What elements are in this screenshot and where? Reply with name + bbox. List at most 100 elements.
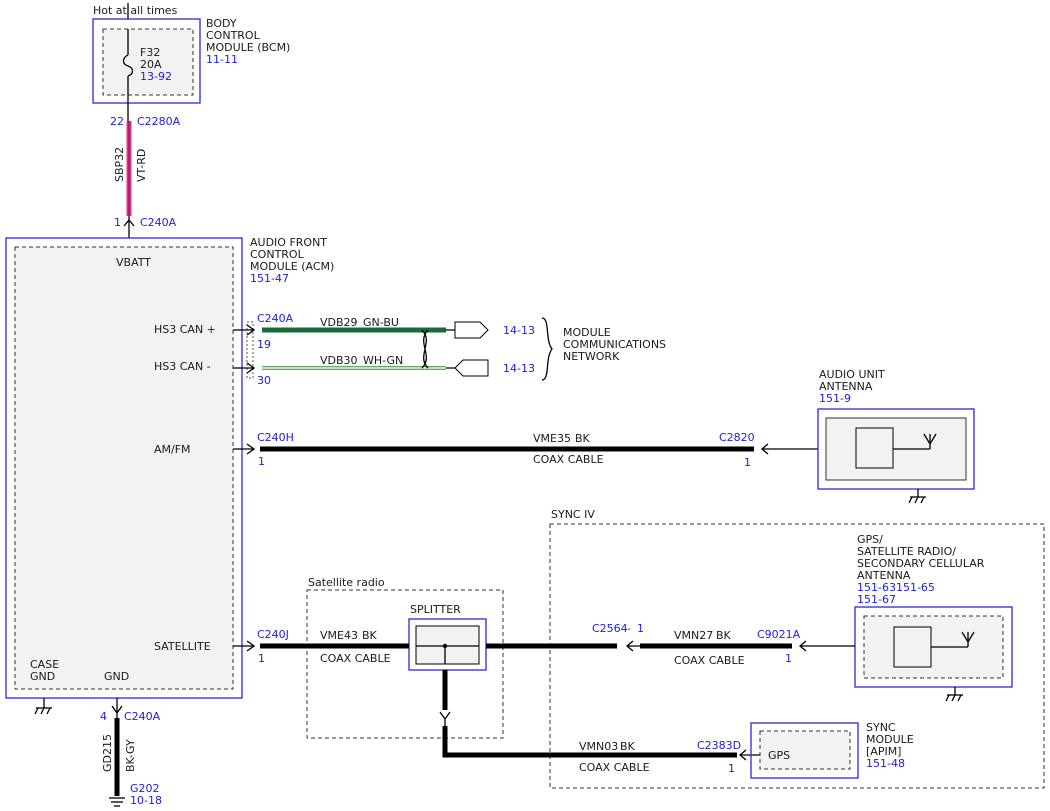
vmn27-color: BK (716, 629, 732, 642)
c240a-top-name: C240A (140, 216, 177, 229)
can-connector-box (246, 321, 254, 379)
splitter-inner-box (415, 625, 480, 665)
vmn03-far-conn: C2383D (697, 739, 741, 752)
amfm-far-conn: C2820 (719, 431, 755, 444)
splitter-down-connector-icon (439, 711, 451, 726)
c240a-top-pin: 1 (114, 216, 121, 229)
vdb30-circuit: VDB30 (320, 354, 358, 367)
bcm-inner-box (102, 28, 194, 96)
splitter-junction-icon (442, 643, 448, 649)
acm-ref: 151-47 (250, 272, 289, 285)
bcm-title-3: MODULE (BCM) (206, 41, 290, 54)
gps-ant-title-2: SATELLITE RADIO/ (857, 545, 956, 558)
can-minus-continuation-icon (454, 359, 489, 377)
amfm-far-pin: 1 (744, 456, 751, 469)
network-label-3: NETWORK (563, 350, 620, 363)
vme43-color: BK (362, 629, 378, 642)
network-label-1: MODULE (563, 326, 611, 339)
acm-title-2: CONTROL (250, 248, 305, 261)
satellite-conn: C240J (257, 628, 289, 641)
bcm-module-box (92, 18, 201, 104)
can-pin-plus: 19 (257, 338, 271, 351)
gps-antenna-icon (961, 631, 975, 647)
gnd-ref: 10-18 (130, 794, 162, 807)
c2564-conn: C2564 (592, 622, 628, 635)
acm-hs3-plus-label: HS3 CAN + (154, 323, 216, 336)
acm-vbatt-label: VBATT (116, 256, 151, 269)
vmn27-circuit: VMN27 (674, 629, 713, 642)
gps-ant-title-4: ANTENNA (857, 569, 911, 582)
can-plus-continuation-icon (454, 321, 489, 339)
sbp32-color: VT-RD (135, 149, 148, 182)
acm-title-1: AUDIO FRONT (250, 236, 327, 249)
amfm-terminal-icon (233, 443, 256, 455)
gd215-color: BK-GY (124, 739, 137, 772)
gps-ant-ref-1: 151-63151-65 (857, 581, 935, 594)
vmn03-color: BK (620, 740, 636, 753)
twisted-pair-icon (421, 329, 429, 369)
gnd-conn: C240A (124, 710, 161, 723)
amfm-far-terminal-icon (760, 443, 818, 455)
amfm-conn: C240H (257, 431, 294, 444)
gnd-connector-icon (111, 705, 123, 715)
c240a-top-connector-icon (123, 218, 135, 227)
gps-ant-amp-box (893, 626, 932, 668)
can-minus-terminal-icon (233, 362, 256, 374)
acm-title-3: MODULE (ACM) (250, 260, 334, 273)
acm-hs3-minus-label: HS3 CAN - (154, 360, 211, 373)
can-ref-minus: 14-13 (503, 362, 535, 375)
satellite-terminal-icon (233, 640, 256, 652)
can-pin-minus: 30 (257, 374, 271, 387)
satellite-radio-label: Satellite radio (308, 576, 385, 589)
satellite-radio-region (306, 589, 504, 739)
c2564-connector-icon (625, 640, 640, 652)
splitter-label: SPLITTER (410, 603, 461, 616)
gps-ant-ground-icon (945, 694, 962, 702)
antenna-title-1: AUDIO UNIT (819, 368, 885, 381)
c2280a-pin: 22 (110, 115, 124, 128)
acm-case-gnd-2: GND (30, 670, 55, 683)
vme35-circuit: VME35 (533, 432, 571, 445)
fuse-name: F32 (140, 46, 160, 59)
apim-title-2: MODULE (866, 733, 914, 746)
acm-module-box (5, 237, 243, 699)
network-label-2: COMMUNICATIONS (563, 338, 666, 351)
vdb29-circuit: VDB29 (320, 316, 358, 329)
acm-amfm-label: AM/FM (154, 443, 191, 456)
c2564-pin: 1 (637, 622, 644, 635)
gps-ant-module-box (854, 606, 1013, 688)
vmn27-cable: COAX CABLE (674, 654, 745, 667)
sync-iv-region (549, 523, 1045, 789)
vdb30-color: WH-GN (363, 354, 403, 367)
sync-iv-label: SYNC IV (551, 508, 595, 521)
antenna-module-box (817, 408, 975, 490)
sbp32-circuit: SBP32 (113, 147, 126, 182)
case-ground-icon (34, 707, 51, 715)
vmn03-circuit: VMN03 (579, 740, 618, 753)
apim-title-3: [APIM] (866, 745, 901, 758)
vmn27-far-pin: 1 (785, 652, 792, 665)
c2280a-name: C2280A (137, 115, 181, 128)
vme35-color: BK (575, 432, 591, 445)
apim-ref: 151-48 (866, 757, 905, 770)
fuse-rating: 20A (140, 58, 162, 71)
apim-gps-label: GPS (768, 749, 790, 762)
gps-ant-ref-2: 151-67 (857, 593, 896, 606)
vmn03-cable: COAX CABLE (579, 761, 650, 774)
antenna-ref: 151-9 (819, 392, 851, 405)
can-wire-ends (446, 329, 455, 369)
vmn03-far-pin: 1 (728, 762, 735, 775)
c2564-dash: - (627, 622, 631, 635)
acm-case-gnd-1: CASE (30, 658, 59, 671)
apim-inner-box (759, 730, 851, 770)
bcm-ref: 11-11 (206, 53, 238, 66)
acm-gnd-label: GND (104, 670, 129, 683)
vmn27-far-conn: C9021A (757, 628, 801, 641)
power-label: Hot at all times (93, 4, 178, 17)
gps-ant-title-1: GPS/ (857, 533, 883, 546)
vme43-circuit: VME43 (320, 629, 358, 642)
fuse-ref: 13-92 (140, 70, 172, 83)
bcm-title-2: CONTROL (206, 29, 261, 42)
apim-module-box (750, 722, 859, 779)
